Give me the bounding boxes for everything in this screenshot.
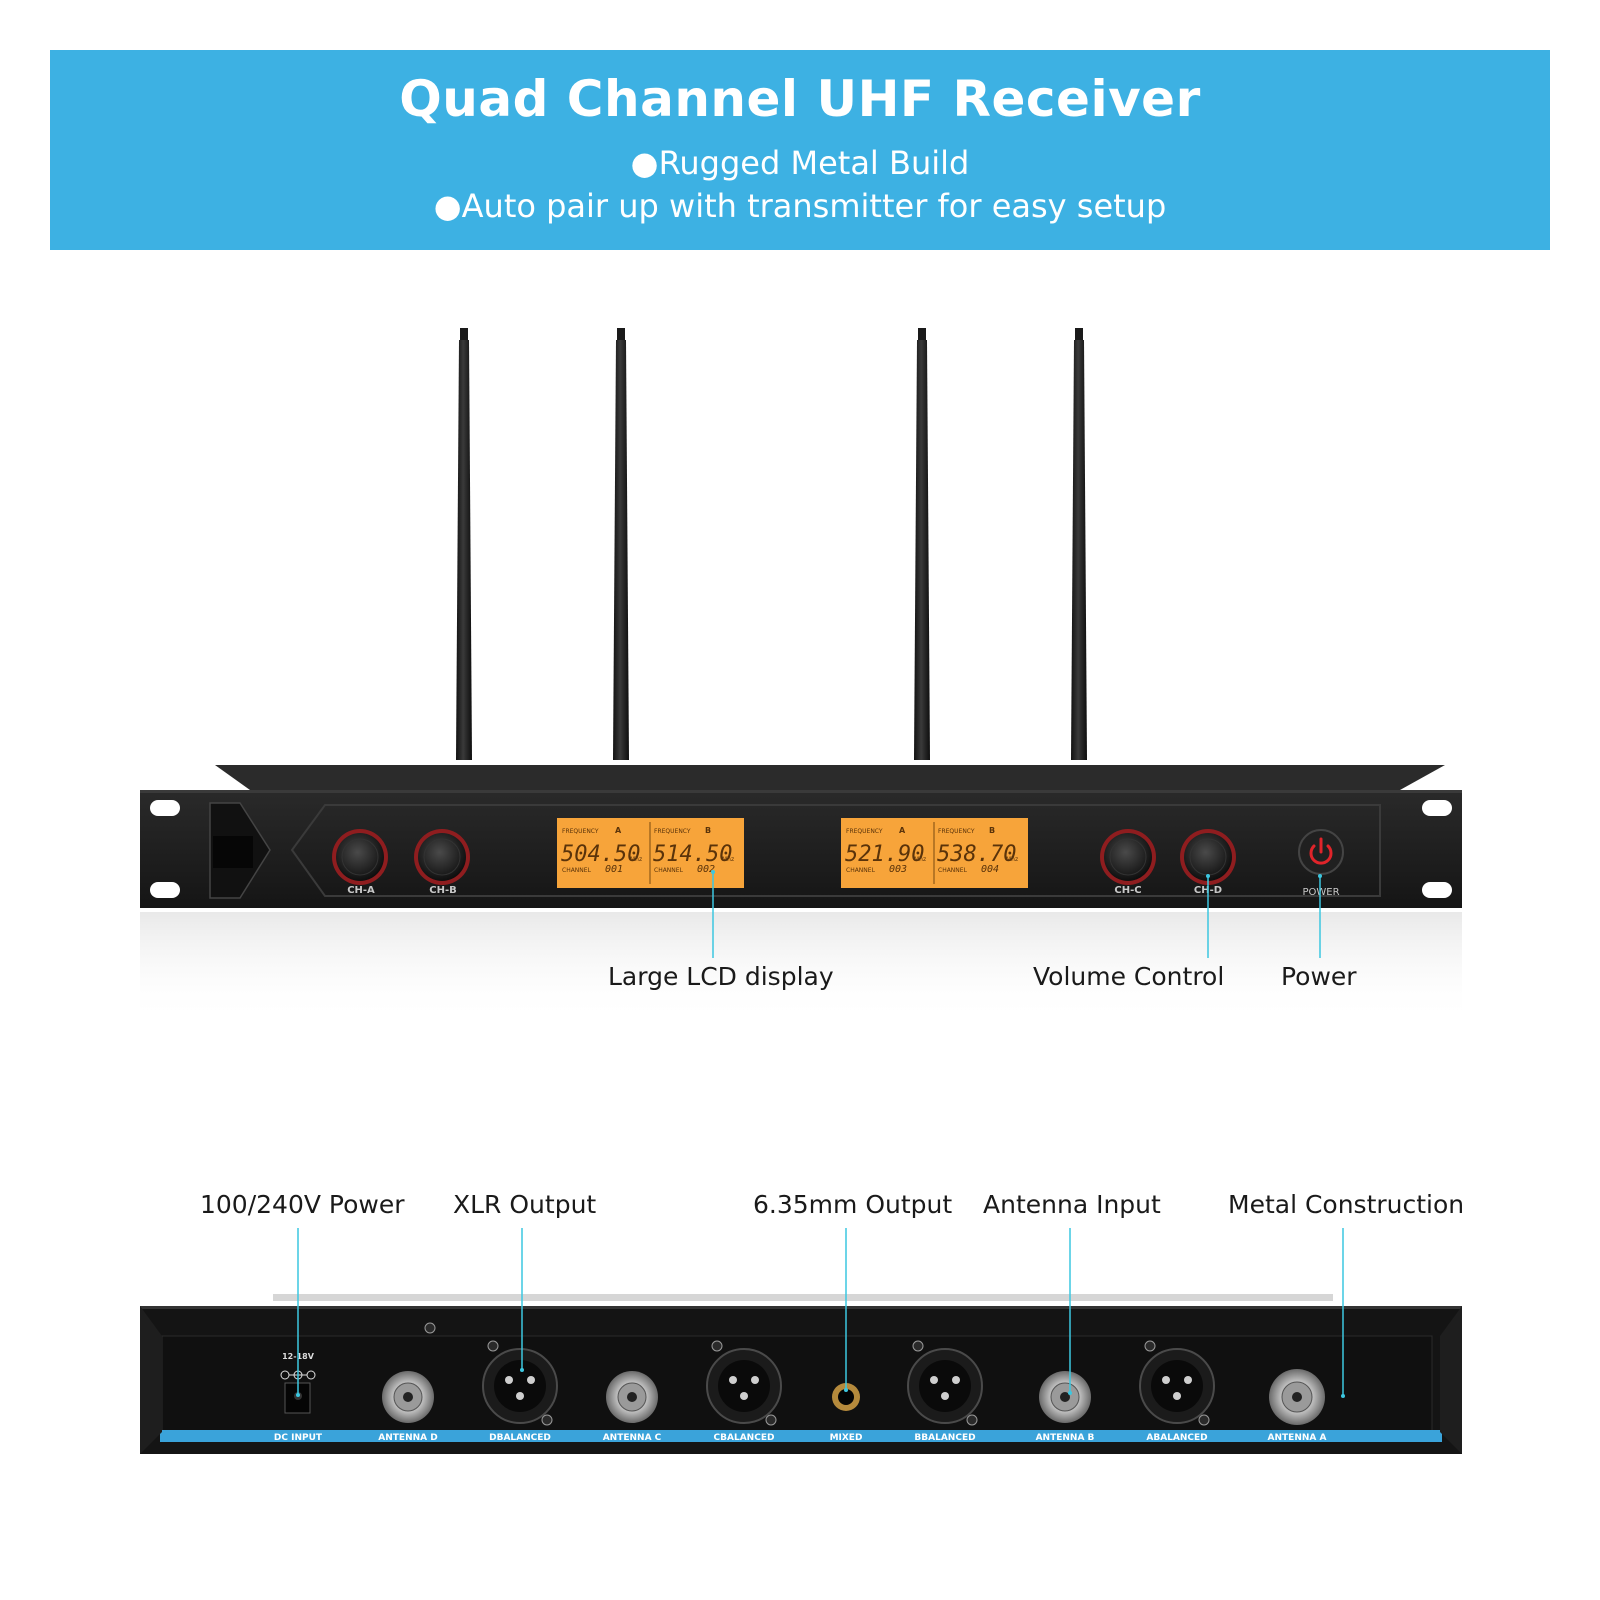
- lcd1-right-group: B: [705, 826, 711, 835]
- lcd-display-2: FREQUENCY A 521.90 Mhz CHANNEL 003 FREQU…: [841, 818, 1028, 888]
- antenna-2: [613, 328, 629, 760]
- power-label: POWER: [1302, 887, 1339, 898]
- lcd1-right-channel-label: CHANNEL: [654, 867, 684, 874]
- lcd2-right-group: B: [989, 826, 995, 835]
- lcd-display-1: FREQUENCY A 504.50 Mhz CHANNEL 001 FREQU…: [557, 818, 744, 888]
- lcd1-right-channel: 002: [697, 864, 715, 875]
- lcd1-left-freq-label: FREQUENCY: [562, 828, 599, 835]
- lcd1-left-group: A: [615, 826, 622, 835]
- knob-ch-a[interactable]: [332, 829, 388, 885]
- knob-ch-c[interactable]: [1100, 829, 1156, 885]
- power-icon: [1309, 837, 1333, 865]
- rear-leaders: [296, 1228, 1345, 1398]
- callout-volume-control: Volume Control: [1033, 962, 1225, 991]
- header-banner: Quad Channel UHF Receiver ●Rugged Metal …: [50, 50, 1550, 250]
- knob-ch-d[interactable]: [1180, 829, 1236, 885]
- power-button[interactable]: [1298, 829, 1344, 875]
- callout-power: Power: [1281, 962, 1357, 991]
- rear-label-antenna-b: ANTENNA B: [1036, 1433, 1095, 1443]
- rear-label-mixed: MIXED: [830, 1433, 863, 1443]
- banner-title: Quad Channel UHF Receiver: [399, 70, 1201, 128]
- jack-output-mixed[interactable]: [832, 1383, 860, 1411]
- lcd1-left-unit: Mhz: [630, 856, 642, 863]
- lcd2-right-freq-label: FREQUENCY: [938, 828, 975, 835]
- callout-antenna-input: Antenna Input: [983, 1190, 1161, 1219]
- antenna-1: [456, 328, 472, 760]
- bnc-antenna-d[interactable]: [382, 1371, 434, 1423]
- bnc-antenna-a[interactable]: [1269, 1369, 1325, 1425]
- lcd2-left-channel-label: CHANNEL: [846, 867, 876, 874]
- callout-dc-power: 100/240V Power: [200, 1190, 405, 1219]
- xlr-output-b[interactable]: [907, 1348, 983, 1424]
- callout-xlr-output: XLR Output: [453, 1190, 597, 1219]
- rear-label-dc-input: DC INPUT: [274, 1433, 323, 1443]
- lcd2-left-unit: Mhz: [914, 856, 926, 863]
- lcd2-left-channel: 003: [889, 864, 907, 875]
- xlr-output-a[interactable]: [1139, 1348, 1215, 1424]
- front-leaders: [711, 870, 1322, 958]
- antenna-3: [914, 328, 930, 760]
- lcd1-right-unit: Mhz: [722, 856, 734, 863]
- knob-ch-b[interactable]: [414, 829, 470, 885]
- front-reflection: [140, 912, 1462, 1022]
- lcd2-right-unit: Mhz: [1006, 856, 1018, 863]
- callout-jack-output: 6.35mm Output: [753, 1190, 953, 1219]
- lcd1-right-frequency: 514.50: [653, 842, 732, 867]
- lcd2-right-frequency: 538.70: [937, 842, 1016, 867]
- lcd1-right-freq-label: FREQUENCY: [654, 828, 691, 835]
- rear-label-c-balanced: CBALANCED: [714, 1433, 775, 1443]
- knob-label-ch-c: CH-C: [1114, 885, 1141, 896]
- banner-bullet-2: ●Auto pair up with transmitter for easy …: [433, 187, 1167, 225]
- lcd1-left-channel: 001: [605, 864, 623, 875]
- callout-lcd-display: Large LCD display: [608, 962, 834, 991]
- banner-bullet-1: ●Rugged Metal Build: [630, 144, 970, 182]
- knob-label-ch-a: CH-A: [347, 885, 375, 896]
- antennas: [456, 328, 1087, 760]
- rear-panel: [140, 1294, 1462, 1454]
- callout-metal-construction: Metal Construction: [1228, 1190, 1465, 1219]
- lcd1-left-frequency: 504.50: [561, 842, 640, 867]
- rear-label-antenna-d: ANTENNA D: [378, 1433, 437, 1443]
- xlr-output-c[interactable]: [706, 1348, 782, 1424]
- lcd2-right-channel-label: CHANNEL: [938, 867, 968, 874]
- rear-label-b-balanced: BBALANCED: [914, 1433, 975, 1443]
- lcd2-left-frequency: 521.90: [845, 842, 924, 867]
- front-panel: [140, 765, 1462, 908]
- antenna-4: [1071, 328, 1087, 760]
- rear-labels: DC INPUT ANTENNA D DBALANCED ANTENNA C C…: [274, 1433, 1327, 1443]
- rear-label-antenna-a: ANTENNA A: [1268, 1433, 1327, 1443]
- lcd1-left-channel-label: CHANNEL: [562, 867, 592, 874]
- bnc-antenna-c[interactable]: [606, 1371, 658, 1423]
- lcd2-left-group: A: [899, 826, 906, 835]
- rear-label-antenna-c: ANTENNA C: [603, 1433, 662, 1443]
- knob-label-ch-b: CH-B: [429, 885, 456, 896]
- xlr-output-d[interactable]: [482, 1348, 558, 1424]
- lcd2-right-channel: 004: [981, 864, 999, 875]
- bnc-antenna-b[interactable]: [1039, 1371, 1091, 1423]
- lcd2-left-freq-label: FREQUENCY: [846, 828, 883, 835]
- rear-label-d-balanced: DBALANCED: [489, 1433, 551, 1443]
- rear-screws: [424, 1322, 1210, 1426]
- rear-label-a-balanced: ABALANCED: [1146, 1433, 1207, 1443]
